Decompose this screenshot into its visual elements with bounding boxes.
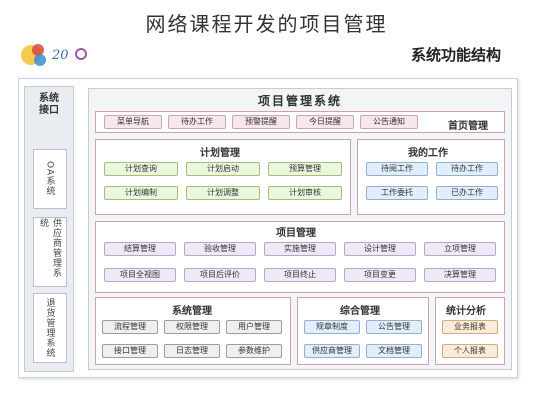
system-item: 日志管理 [164, 344, 220, 358]
supplier-system-box: 供应商管理系统 [33, 217, 67, 287]
stats-panel: 统计分析 业务报表 个人报表 [435, 297, 505, 365]
return-system-label: 退货管理系统 [44, 298, 55, 358]
project-item: 设计管理 [344, 242, 416, 256]
mywork-panel: 我的工作 待阅工作 待办工作 工作委托 已办工作 [357, 139, 505, 215]
system-item: 参数维护 [226, 344, 282, 358]
interface-title: 系统接口 [39, 93, 59, 116]
project-item: 项目全视图 [104, 268, 176, 282]
mywork-item: 待办工作 [436, 162, 498, 176]
section-heading: 系统功能结构 [410, 46, 501, 64]
return-system-box: 退货管理系统 [33, 293, 67, 363]
homepage-item: 待办工作 [168, 115, 226, 129]
project-panel: 项目管理 结算管理 验收管理 实施管理 设计管理 立项管理 项目全视图 项目后评… [95, 221, 505, 293]
stats-item: 个人报表 [442, 344, 498, 358]
project-item: 项目变更 [344, 268, 416, 282]
combined-item: 文档管理 [366, 344, 422, 358]
project-item: 验收管理 [184, 242, 256, 256]
combined-item: 规章制度 [304, 320, 360, 334]
plan-item: 计划启动 [186, 162, 260, 176]
main-title: 项目管理系统 [257, 94, 342, 108]
stats-title: 统计分析 [446, 306, 486, 317]
plan-title: 计划管理 [200, 148, 240, 159]
plan-panel: 计划管理 计划查询 计划启动 预算管理 计划编制 计划调整 计划审核 [95, 139, 351, 215]
main-panel: 项目管理系统 菜单导航 待办工作 预警提醒 今日提醒 公告通知 首页管理 计划管… [88, 88, 512, 370]
plan-item: 计划审核 [268, 186, 342, 200]
homepage-panel: 菜单导航 待办工作 预警提醒 今日提醒 公告通知 首页管理 [95, 111, 505, 133]
homepage-title: 首页管理 [448, 121, 488, 132]
system-item: 权限管理 [164, 320, 220, 334]
oa-system-label: OA系统 [44, 161, 55, 197]
company-logo: 20 [21, 44, 87, 66]
interface-column: 系统接口 OA系统 供应商管理系统 退货管理系统 [24, 86, 74, 372]
mywork-item: 待阅工作 [366, 162, 428, 176]
project-item: 立项管理 [424, 242, 496, 256]
plan-item: 计划编制 [104, 186, 178, 200]
plan-item: 计划调整 [186, 186, 260, 200]
oa-system-box: OA系统 [33, 149, 67, 209]
system-panel: 系统管理 流程管理 权限管理 用户管理 接口管理 日志管理 参数维护 [95, 297, 291, 365]
mywork-item: 已办工作 [436, 186, 498, 200]
plan-item: 预算管理 [268, 162, 342, 176]
project-item: 决算管理 [424, 268, 496, 282]
homepage-item: 预警提醒 [232, 115, 290, 129]
combined-item: 公告管理 [366, 320, 422, 334]
project-item: 结算管理 [104, 242, 176, 256]
svg-text:20: 20 [51, 48, 69, 63]
supplier-system-label: 供应商管理系统 [38, 218, 61, 278]
combined-panel: 综合管理 规章制度 公告管理 供应商管理 文档管理 [297, 297, 429, 365]
project-item: 项目终止 [264, 268, 336, 282]
combined-title: 综合管理 [340, 306, 380, 317]
system-item: 流程管理 [102, 320, 158, 334]
project-item: 项目后评价 [184, 268, 256, 282]
project-title: 项目管理 [276, 228, 316, 239]
system-title: 系统管理 [172, 306, 212, 317]
homepage-item: 公告通知 [360, 115, 418, 129]
system-item: 接口管理 [102, 344, 158, 358]
stats-item: 业务报表 [442, 320, 498, 334]
mywork-item: 工作委托 [366, 186, 428, 200]
page-title: 网络课程开发的项目管理 [145, 12, 388, 36]
homepage-item: 今日提醒 [296, 115, 354, 129]
system-item: 用户管理 [226, 320, 282, 334]
mywork-title: 我的工作 [408, 148, 448, 159]
homepage-item: 菜单导航 [104, 115, 162, 129]
project-item: 实施管理 [264, 242, 336, 256]
plan-item: 计划查询 [104, 162, 178, 176]
combined-item: 供应商管理 [304, 344, 360, 358]
